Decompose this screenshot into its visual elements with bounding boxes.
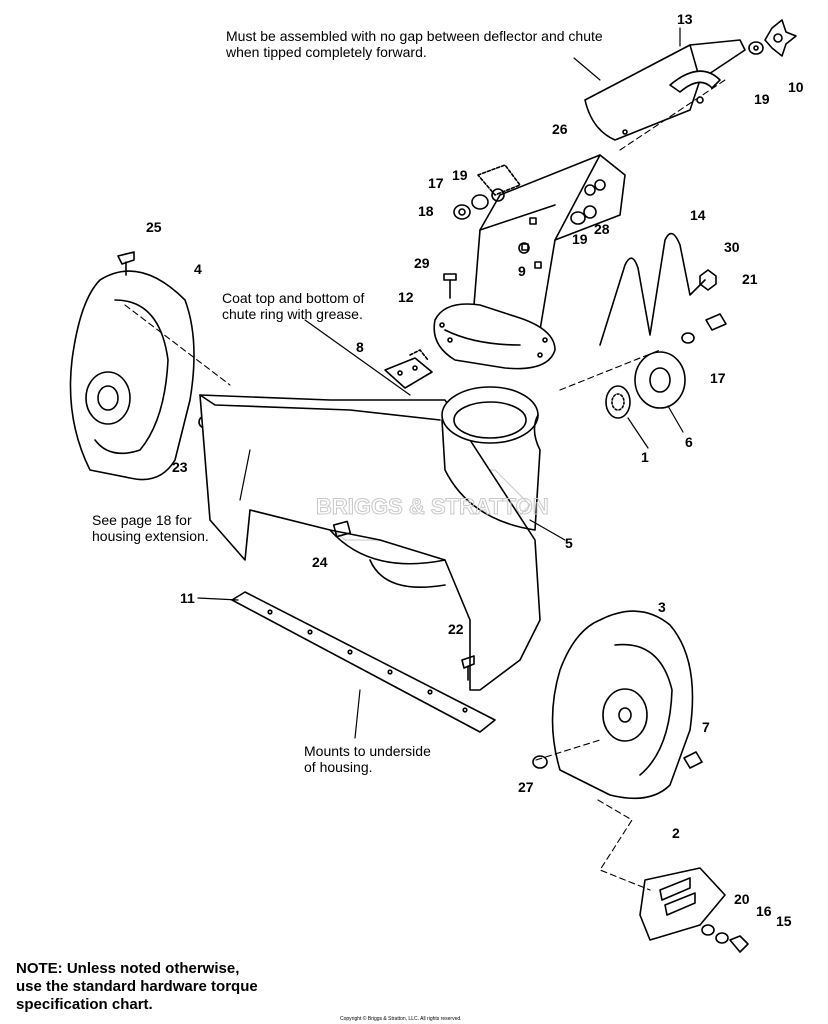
chute-part: [469, 154, 626, 361]
spring-part: [599, 232, 706, 346]
hardware-17-18-19: [453, 188, 597, 254]
callout: 15: [776, 913, 792, 929]
callout: 19: [572, 231, 588, 247]
bearing-1: [605, 385, 631, 419]
callout-labels: 13 10 19 26 19 17 18 19 28 14 9 29 30 21…: [146, 11, 804, 929]
flange-6: [634, 351, 686, 409]
callout: 13: [677, 11, 693, 27]
bolt-25: [117, 251, 135, 276]
callout: 11: [180, 590, 195, 606]
side-plate-left: [69, 270, 195, 481]
torque-note: NOTE: Unless noted otherwise, use the st…: [16, 960, 258, 1013]
callout: 3: [658, 599, 666, 615]
callout: 23: [172, 459, 188, 475]
side-plate-right: [551, 610, 694, 800]
bolt-22: [461, 655, 475, 681]
housing-extension-note: See page 18 for housing extension.: [92, 512, 209, 544]
deflector-part: [584, 39, 746, 141]
callout: 12: [398, 289, 414, 305]
callout: 17: [428, 175, 444, 191]
callout: 5: [565, 535, 573, 551]
callout: 16: [756, 903, 772, 919]
callout: 24: [312, 554, 328, 570]
callout: 26: [552, 121, 568, 137]
square-nut-24: [332, 520, 352, 538]
callout: 17: [710, 370, 726, 386]
callout: 29: [414, 255, 430, 271]
callout: 21: [742, 271, 758, 287]
callout: 4: [194, 261, 202, 277]
callout: 19: [754, 91, 770, 107]
deflector-note: Must be assembled with no gap between de…: [226, 28, 603, 60]
bolt-21: [705, 313, 727, 331]
gasket-part: [477, 164, 521, 196]
callout: 28: [594, 221, 610, 237]
scraper-bar: [231, 591, 496, 733]
copyright-text: Copyright © Briggs & Stratton, LLC. All …: [340, 1016, 462, 1022]
hardware-20-16-15: [701, 924, 749, 953]
callout: 20: [734, 891, 750, 907]
nut-27: [532, 755, 548, 769]
skid-shoe: [639, 867, 726, 941]
assembly-lines: [124, 77, 729, 891]
grease-note: Coat top and bottom of chute ring with g…: [222, 290, 365, 322]
callout: 10: [788, 79, 804, 95]
callout: 6: [685, 434, 693, 450]
callout: 25: [146, 219, 162, 235]
knob-part: [764, 19, 797, 57]
callout: 19: [452, 167, 468, 183]
leader-lines: [197, 27, 684, 739]
callout: 30: [724, 239, 740, 255]
callout: 22: [448, 621, 464, 637]
callout: 9: [518, 263, 526, 279]
washer-19-top: [748, 41, 764, 55]
underside-note: Mounts to underside of housing.: [304, 743, 431, 775]
bolt-7: [683, 751, 703, 769]
callout: 8: [356, 339, 364, 355]
washer-17: [681, 332, 695, 344]
bracket-8: [384, 349, 433, 389]
callout: 7: [702, 719, 710, 735]
watermark-text: BRIGGS & STRATTON: [316, 494, 549, 519]
chute-ring-part: [433, 303, 556, 370]
callout: 1: [641, 449, 649, 465]
callout: 18: [418, 203, 434, 219]
callout: 2: [672, 825, 680, 841]
callout: 27: [518, 779, 534, 795]
callout: 14: [690, 207, 706, 223]
nut-30: [699, 269, 717, 291]
chute-collar: [441, 386, 541, 531]
bolt-29: [443, 273, 457, 299]
